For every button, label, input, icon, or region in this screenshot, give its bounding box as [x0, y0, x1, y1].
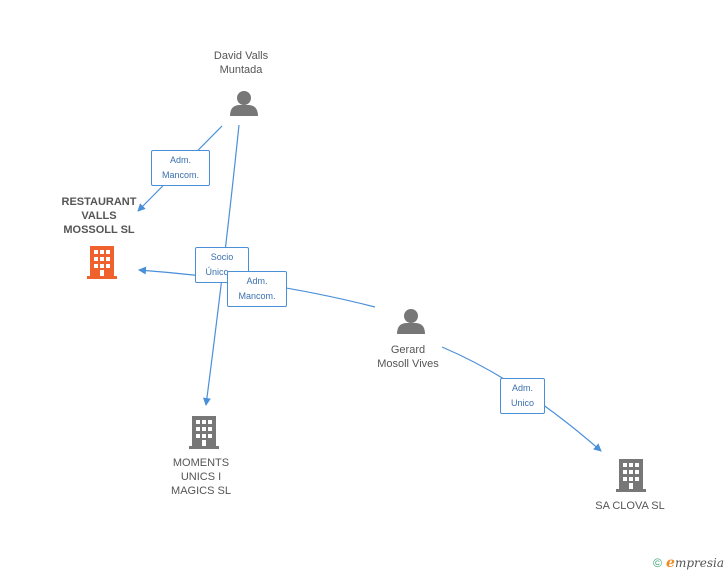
- edge-label-david-restaurant: Adm. Mancom.: [151, 150, 210, 186]
- building-icon-moments[interactable]: [189, 416, 219, 449]
- node-label-saclova[interactable]: SA CLOVA SL: [595, 500, 665, 512]
- footer-credit: © empresia: [653, 555, 724, 571]
- person-icon-gerard[interactable]: [397, 309, 425, 334]
- copyright-icon: ©: [653, 556, 663, 570]
- node-label-gerard[interactable]: Gerard Mosoll Vives: [377, 344, 439, 370]
- edge-label-gerard-saclova: Adm. Unico: [500, 378, 545, 414]
- node-label-david[interactable]: David Valls Muntada: [213, 50, 269, 76]
- node-label-restaurant[interactable]: RESTAURANT VALLS MOSSOLL SL: [61, 196, 137, 236]
- person-icon-david[interactable]: [230, 91, 258, 116]
- building-icon-saclova[interactable]: [616, 459, 646, 492]
- edge-label-david-moments: Socio Único,...: [195, 247, 249, 283]
- node-label-moments[interactable]: MOMENTS UNICS I MAGICS SL: [171, 457, 231, 497]
- building-icon-restaurant[interactable]: [87, 246, 117, 279]
- edge-label-gerard-restaurant: Adm. Mancom.: [227, 271, 287, 307]
- empresia-logo[interactable]: empresia: [666, 555, 724, 571]
